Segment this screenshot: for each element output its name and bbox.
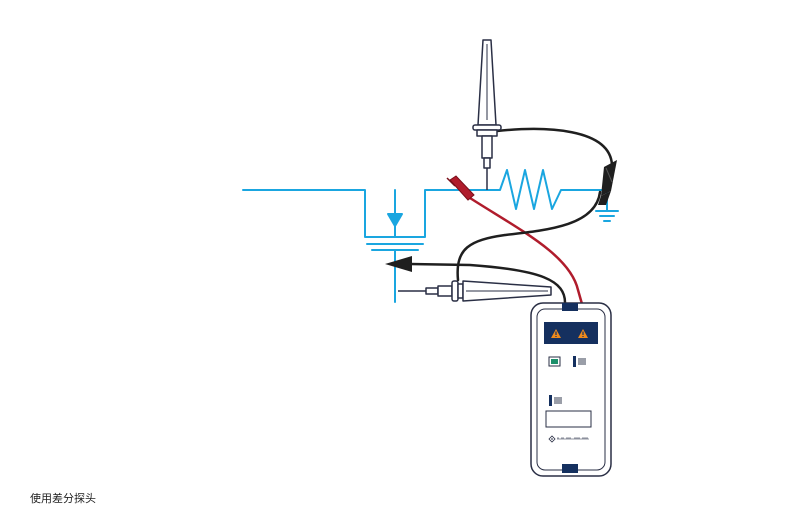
ground-symbol-icon — [595, 210, 619, 222]
diagram-caption: 使用差分探头 — [30, 492, 96, 505]
rohde-schwarz-diamond-icon — [548, 435, 556, 443]
switch-1 — [573, 356, 576, 367]
input-wire — [242, 189, 488, 238]
red-clip — [449, 175, 475, 201]
lower-probe — [398, 280, 552, 302]
warning-triangle-icon — [578, 329, 588, 338]
label-panel — [545, 410, 592, 428]
black-arrow-tip — [385, 256, 412, 272]
circuit — [242, 169, 619, 303]
differential-probe-box — [530, 302, 612, 477]
black-clip — [598, 160, 617, 205]
warning-triangle-icon — [551, 329, 561, 338]
top-probe — [472, 39, 502, 190]
diode-symbol-icon — [387, 189, 403, 238]
switch-2 — [549, 395, 552, 406]
brand-wordmark — [557, 437, 589, 440]
red-test-lead — [446, 175, 584, 306]
warning-band — [544, 322, 598, 344]
resistor-symbol — [486, 169, 608, 210]
black-test-leads — [408, 127, 614, 306]
